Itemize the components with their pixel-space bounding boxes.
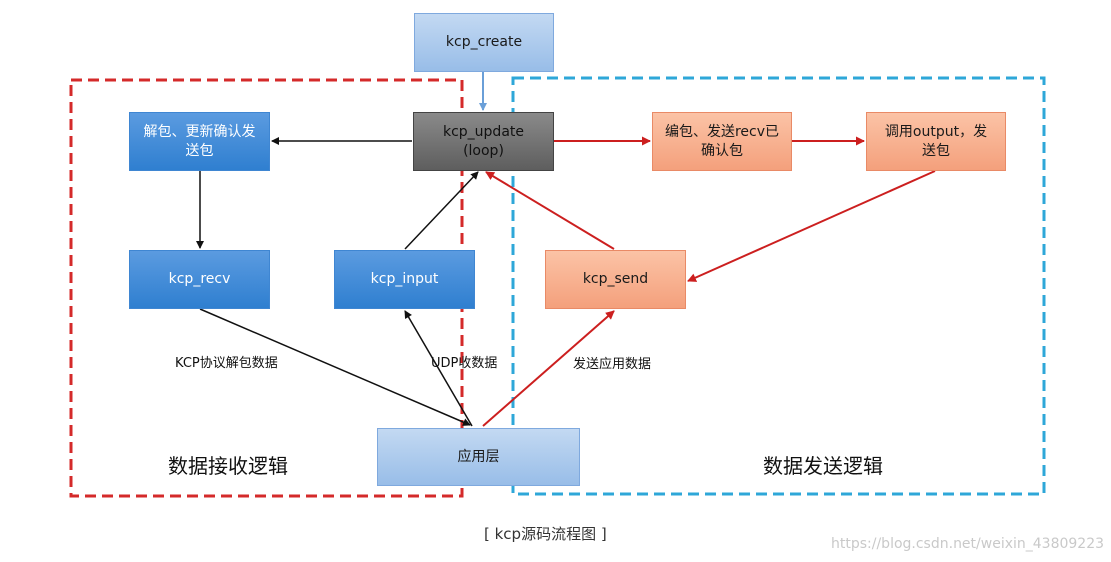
- node-kcp-recv: kcp_recv: [129, 250, 270, 309]
- node-app-layer: 应用层: [377, 428, 580, 486]
- arrow-input-to-update: [404, 171, 479, 250]
- arrow-send-to-update: [485, 171, 615, 250]
- region-label-send: 数据发送逻辑: [763, 454, 883, 478]
- edge-label-udp-recv: UDP收数据: [431, 356, 498, 371]
- node-kcp-input: kcp_input: [334, 250, 475, 309]
- node-unpack-ack: 解包、更新确认发 送包: [129, 112, 270, 171]
- node-encode-send: 编包、发送recv已 确认包: [652, 112, 792, 171]
- arrow-app-to-send: [482, 310, 615, 427]
- arrow-app-to-input: [404, 310, 473, 427]
- figure-caption: [ kcp源码流程图 ]: [484, 525, 607, 543]
- node-kcp-update: kcp_update (loop): [413, 112, 554, 171]
- arrow-output-to-send: [687, 170, 936, 282]
- region-label-receive: 数据接收逻辑: [168, 454, 288, 478]
- arrow-recv-to-app: [199, 308, 471, 426]
- watermark: https://blog.csdn.net/weixin_43809223: [831, 536, 1105, 552]
- send-region-border: [511, 76, 1046, 496]
- edge-label-send-app: 发送应用数据: [573, 357, 652, 372]
- node-kcp-create: kcp_create: [414, 13, 554, 72]
- edge-label-kcp-parse: KCP协议解包数据: [175, 356, 278, 371]
- node-call-output: 调用output，发 送包: [866, 112, 1006, 171]
- node-kcp-send: kcp_send: [545, 250, 686, 309]
